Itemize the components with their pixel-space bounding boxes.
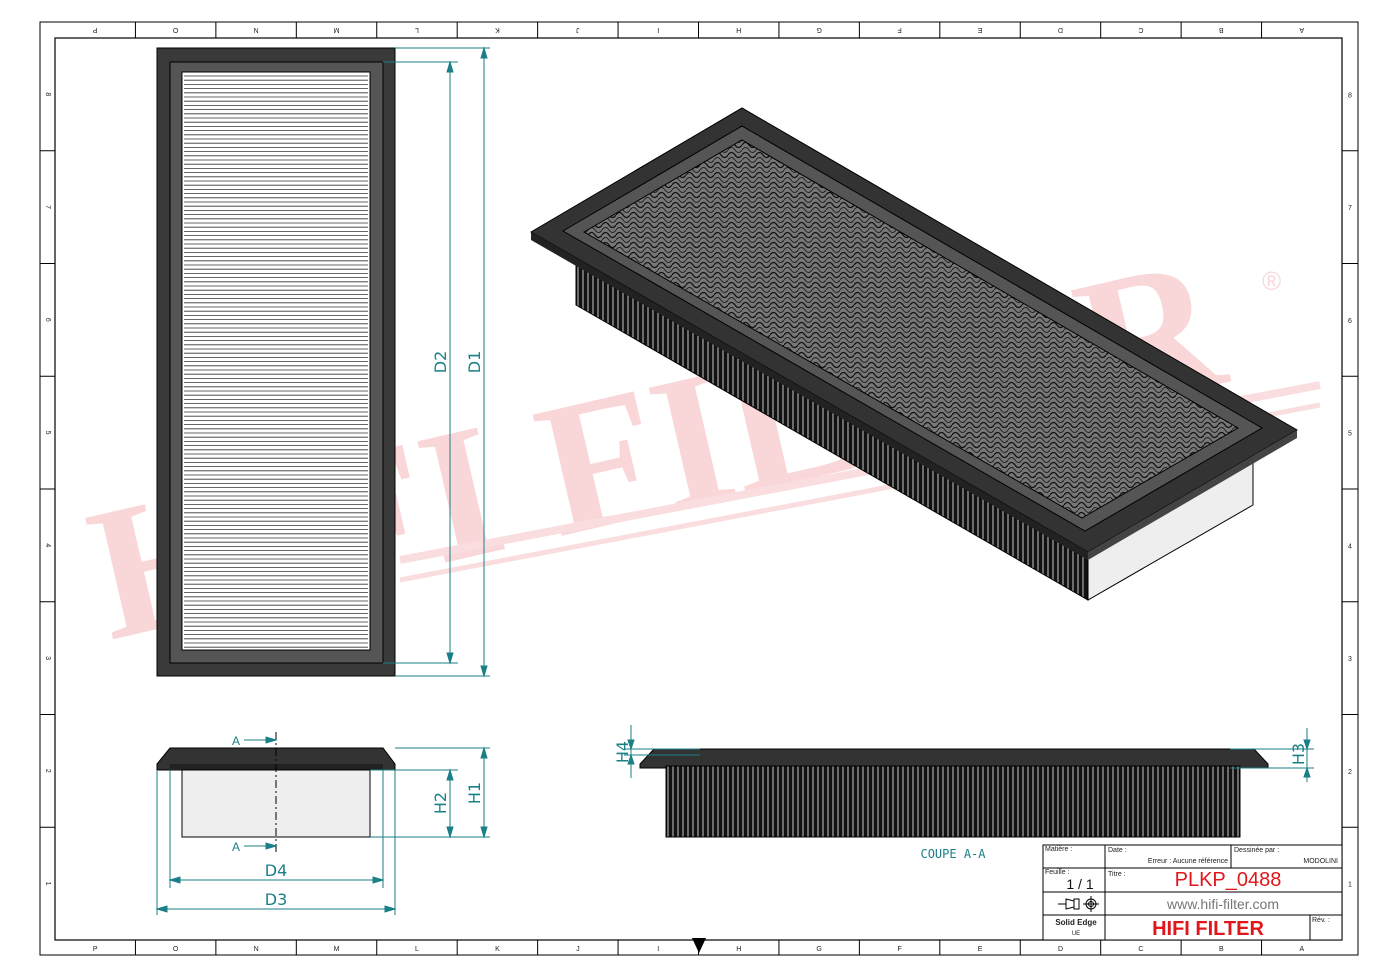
zone-col-label-top: J [576,26,580,33]
zone-col-label-top: I [657,26,659,33]
zone-col-label-top: P [93,26,98,33]
zone-col-label: D [1058,946,1063,953]
zone-row-label-left: 5 [44,431,51,435]
title-block [1042,844,1343,941]
zone-col-label-top: N [254,26,259,33]
dim-d1: D1 [465,351,484,374]
section-mark-bottom: A [232,840,240,854]
zone-col-label-top: O [172,26,178,33]
zone-col-label: A [1299,946,1304,953]
brand-name: HIFI FILTER [1152,918,1264,940]
date-value: Erreur : Aucune référence [1148,858,1228,865]
dim-h4: H4 [613,741,632,763]
zone-row-label-left: 3 [44,656,51,660]
zone-row-label-left: 1 [44,882,51,886]
zone-row-label-left: 2 [44,769,51,773]
center-mark-icon [692,938,706,953]
zone-row-label: 2 [1348,769,1352,776]
watermark-registered: ® [1262,266,1281,296]
zone-row-label: 8 [1348,92,1352,99]
zone-row-label: 6 [1348,318,1352,325]
zone-col-label: B [1219,946,1224,953]
dessinateur-label: Dessinée par : [1234,847,1279,854]
section-label: COUPE A-A [920,847,986,861]
dim-h1: H1 [465,782,484,804]
zone-col-label: P [93,946,98,953]
zone-col-label: L [415,946,419,953]
zone-row-label: 4 [1348,543,1352,550]
feuille-label: Feuille : [1045,869,1070,876]
zone-col-label: I [657,946,659,953]
zone-col-label-top: F [897,26,901,33]
zone-col-label-top: M [333,26,339,33]
titre-label: Titre : [1108,871,1126,878]
zone-col-label-top: K [495,26,500,33]
isometric-view [530,107,1298,601]
projection-symbol-icon [1058,896,1099,912]
zone-col-label: H [736,946,741,953]
zone-col-label: J [576,946,580,953]
dim-h3: H3 [1289,743,1308,765]
border-zone-marks: P P O O N N M M L L K K J J I I H H G G F F E E D D C C B B A A 8 8 7 7 6 6 5 5… [40,22,1358,955]
date-label: Date : [1108,847,1127,854]
zone-col-label-top: H [736,26,741,33]
software-name: Solid Edge [1055,918,1097,927]
zone-row-label-left: 8 [44,92,51,96]
section-dimensions [624,725,1314,782]
zone-col-label-top: B [1219,26,1224,33]
dim-d2: D2 [431,351,450,374]
zone-col-label: G [816,946,821,953]
section-mark-top: A [232,734,240,748]
front-view [156,47,396,677]
dim-d3: D3 [265,890,288,909]
zone-col-label-top: C [1138,26,1143,33]
dim-d4: D4 [265,861,288,880]
side-dimensions [155,736,490,915]
website: www.hifi-filter.com [1166,896,1279,912]
zone-row-label-left: 4 [44,543,51,547]
zone-col-label: K [495,946,500,953]
zone-row-label-left: 6 [44,318,51,322]
front-dimensions [383,46,490,678]
dim-h2: H2 [431,792,450,814]
side-view [156,732,396,855]
zone-col-label: M [334,946,340,953]
zone-col-label: C [1138,946,1143,953]
zone-row-label: 3 [1348,656,1352,663]
zone-col-label: O [173,946,179,953]
zone-row-label: 7 [1348,205,1352,212]
zone-col-label: N [254,946,259,953]
section-view [639,748,1269,838]
zone-col-label-top: A [1299,26,1304,33]
zone-col-label: F [897,946,901,953]
zone-row-label: 5 [1348,431,1352,438]
zone-col-label: E [978,946,983,953]
zone-col-label-top: G [816,26,821,33]
zone-col-label-top: L [415,26,419,33]
zone-col-label-top: E [977,26,982,33]
software-sub: UE [1072,931,1080,937]
rev-label: Rév. : [1312,917,1330,924]
feuille-value: 1 / 1 [1066,876,1093,892]
dessinateur-value: MODOLINI [1303,858,1338,865]
matiere-label: Matière : [1045,846,1072,853]
zone-row-label-left: 7 [44,205,51,209]
zone-row-label: 1 [1348,882,1352,889]
part-number: PLKP_0488 [1175,869,1282,891]
zone-col-label-top: D [1058,26,1063,33]
